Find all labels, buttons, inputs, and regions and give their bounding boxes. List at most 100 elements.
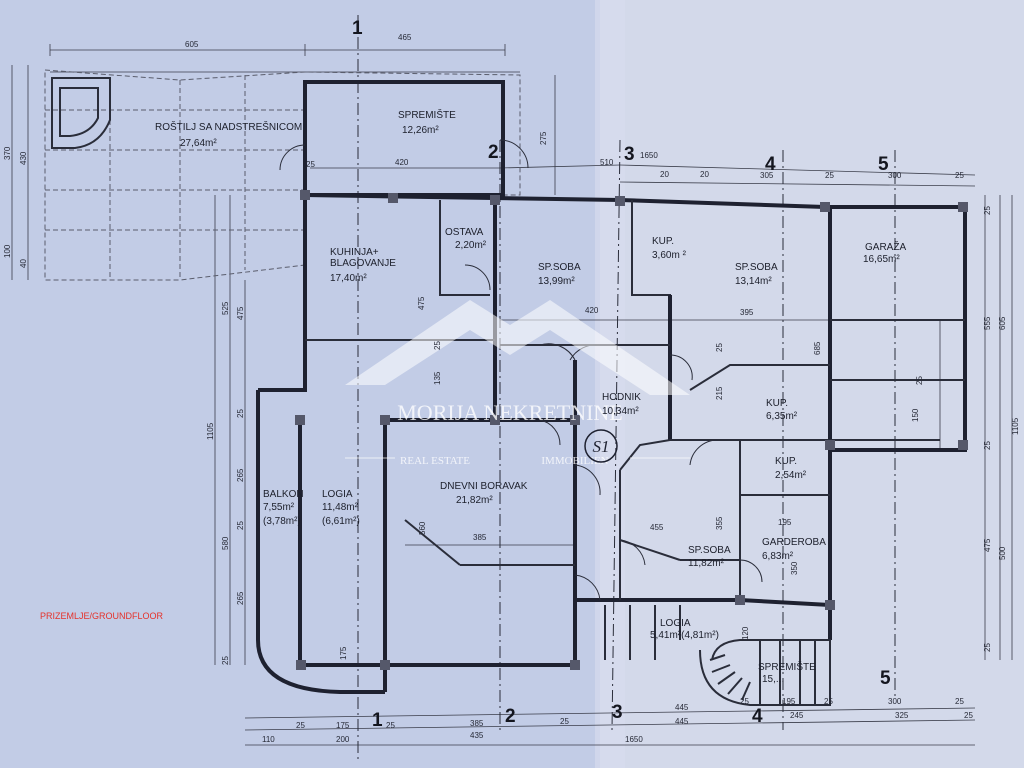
room-labels: ROŠTILJ SA NADSTREŠNICOM 27,64m² SPREMIŠ… bbox=[155, 108, 906, 685]
watermark-right: IMMOBILIEN bbox=[541, 455, 608, 467]
axis-label-top-1: 1 bbox=[352, 18, 363, 39]
dim-inner-350: 350 bbox=[790, 561, 799, 575]
room-kup3-name: KUP. bbox=[775, 456, 797, 467]
room-garaza-area: 16,65m² bbox=[863, 254, 900, 265]
room-balkon-area2: (3,78m²) bbox=[263, 516, 301, 527]
room-hodnik-name: HODNIK bbox=[602, 392, 641, 403]
dim-inner-275: 275 bbox=[539, 131, 548, 145]
dim-inner-150: 150 bbox=[911, 408, 920, 422]
dim-bottom-200: 200 bbox=[336, 735, 350, 744]
dim-left-430: 430 bbox=[19, 151, 28, 165]
axis-labels: 1 2 3 4 5 1 2 3 4 5 bbox=[352, 18, 891, 731]
dim-left-1105: 1105 bbox=[206, 422, 215, 440]
room-logia2-name: LOGIA bbox=[660, 618, 691, 629]
room-kup2-name: KUP. bbox=[766, 398, 788, 409]
room-logia1-area2: (6,61m²) bbox=[322, 516, 360, 527]
room-spsoba1-name: SP.SOBA bbox=[538, 262, 581, 273]
dim-top-1650: 1650 bbox=[640, 151, 658, 160]
room-dnevni-area: 21,82m² bbox=[456, 495, 493, 506]
axis-label-bottom-5: 5 bbox=[880, 668, 891, 689]
section-marker: S1 bbox=[584, 429, 618, 463]
dim-right-555: 555 bbox=[983, 316, 992, 330]
watermark: MORIJA NEKRETNINE REAL ESTATE IMMOBILIEN bbox=[345, 300, 690, 467]
dim-bottom-385: 385 bbox=[470, 719, 484, 728]
dim-left-475: 475 bbox=[236, 306, 245, 320]
room-balkon-area1: 7,55m² bbox=[263, 502, 295, 513]
dim-bottom-175: 175 bbox=[336, 721, 350, 730]
room-spremiste-bottom-name: SPREMIŠTE bbox=[758, 660, 816, 673]
dim-inner-475: 475 bbox=[417, 296, 426, 310]
dim-bottom-25f: 25 bbox=[824, 697, 833, 706]
dim-inner-685: 685 bbox=[813, 341, 822, 355]
room-rostilj-name: ROŠTILJ SA NADSTREŠNICOM bbox=[155, 120, 302, 133]
room-kuhinja-name2: BLAGOVANJE bbox=[330, 258, 396, 269]
dim-bottom-195: 195 bbox=[782, 697, 796, 706]
dim-inner-25d: 25 bbox=[715, 343, 724, 352]
axis-label-top-5: 5 bbox=[878, 154, 889, 175]
room-ostava-area: 2,20m² bbox=[455, 240, 487, 251]
pergola-area bbox=[44, 69, 521, 281]
dim-top-300: 300 bbox=[888, 171, 902, 180]
axis-label-top-4: 4 bbox=[765, 154, 776, 175]
room-kup1-area: 3,60m ² bbox=[652, 250, 687, 261]
dim-bottom-110: 110 bbox=[262, 735, 275, 744]
dim-inner-355: 355 bbox=[715, 516, 724, 530]
room-logia1-area1: 11,48m² bbox=[322, 502, 359, 513]
dim-inner-455: 455 bbox=[650, 523, 664, 532]
dim-inner-395: 395 bbox=[740, 308, 754, 317]
dim-left-265b: 265 bbox=[236, 591, 245, 605]
dim-bottom-445a: 445 bbox=[675, 703, 689, 712]
dim-left-25a: 25 bbox=[236, 409, 245, 418]
dim-right-1105: 1105 bbox=[1011, 417, 1020, 435]
dim-right-25b: 25 bbox=[983, 441, 992, 450]
dim-inner-560: 560 bbox=[418, 521, 427, 535]
room-hodnik-area: 10,34m² bbox=[602, 406, 639, 417]
room-spremiste-bottom-area: 15,... bbox=[762, 674, 784, 685]
watermark-left: REAL ESTATE bbox=[400, 455, 470, 467]
dim-bottom-25a: 25 bbox=[296, 721, 305, 730]
axis-label-bottom-2: 2 bbox=[505, 706, 516, 727]
axis-label-bottom-3: 3 bbox=[612, 702, 623, 723]
dim-bottom-300: 300 bbox=[888, 697, 902, 706]
axis-label-top-3: 3 bbox=[624, 144, 635, 165]
room-spsoba3-name: SP.SOBA bbox=[688, 545, 731, 556]
interior-walls bbox=[305, 200, 965, 600]
dim-right-475: 475 bbox=[983, 538, 992, 552]
dim-left-525: 525 bbox=[221, 301, 230, 315]
dim-left-25b: 25 bbox=[236, 521, 245, 530]
dim-bottom-25c: 25 bbox=[560, 717, 569, 726]
room-logia2-area: 5,41m²(4,81m²) bbox=[650, 630, 719, 641]
dim-bottom-245: 245 bbox=[790, 711, 804, 720]
watermark-brand: MORIJA NEKRETNINE bbox=[397, 400, 623, 425]
dim-top-465: 465 bbox=[398, 33, 412, 42]
dim-inner-120: 120 bbox=[741, 626, 750, 640]
dim-top-20: 20 bbox=[700, 170, 709, 179]
dim-left-370: 370 bbox=[3, 146, 12, 160]
dim-inner-25c: 25 bbox=[915, 376, 924, 385]
dim-inner-510: 510 bbox=[600, 158, 614, 167]
room-kup3-area: 2,54m² bbox=[775, 470, 807, 481]
dim-bottom-445b: 445 bbox=[675, 717, 689, 726]
dim-right-500: 500 bbox=[998, 546, 1007, 560]
room-dnevni-name: DNEVNI BORAVAK bbox=[440, 481, 528, 492]
dim-bottom-435: 435 bbox=[470, 731, 484, 740]
dim-bottom-25g: 25 bbox=[964, 711, 973, 720]
columns bbox=[295, 190, 968, 670]
dim-inner-420b: 420 bbox=[585, 306, 599, 315]
dim-right-605: 605 bbox=[998, 316, 1007, 330]
room-balkon-name: BALKON bbox=[263, 489, 304, 500]
dim-top-25b: 25 bbox=[955, 171, 964, 180]
dim-left-25c: 25 bbox=[221, 656, 230, 665]
dim-inner-135: 135 bbox=[433, 371, 442, 385]
room-spremiste-top-name: SPREMIŠTE bbox=[398, 108, 456, 121]
room-spremiste-top-area: 12,26m² bbox=[402, 125, 439, 136]
dimension-lines bbox=[11, 44, 1013, 746]
dim-left-100: 100 bbox=[3, 244, 12, 258]
dim-bottom-25e: 25 bbox=[740, 697, 749, 706]
room-spsoba3-area: 11,82m² bbox=[688, 558, 725, 569]
room-rostilj-area: 27,64m² bbox=[180, 138, 217, 149]
dim-top-305: 305 bbox=[760, 171, 774, 180]
room-spsoba2-name: SP.SOBA bbox=[735, 262, 778, 273]
dim-inner-175: 175 bbox=[339, 646, 348, 660]
